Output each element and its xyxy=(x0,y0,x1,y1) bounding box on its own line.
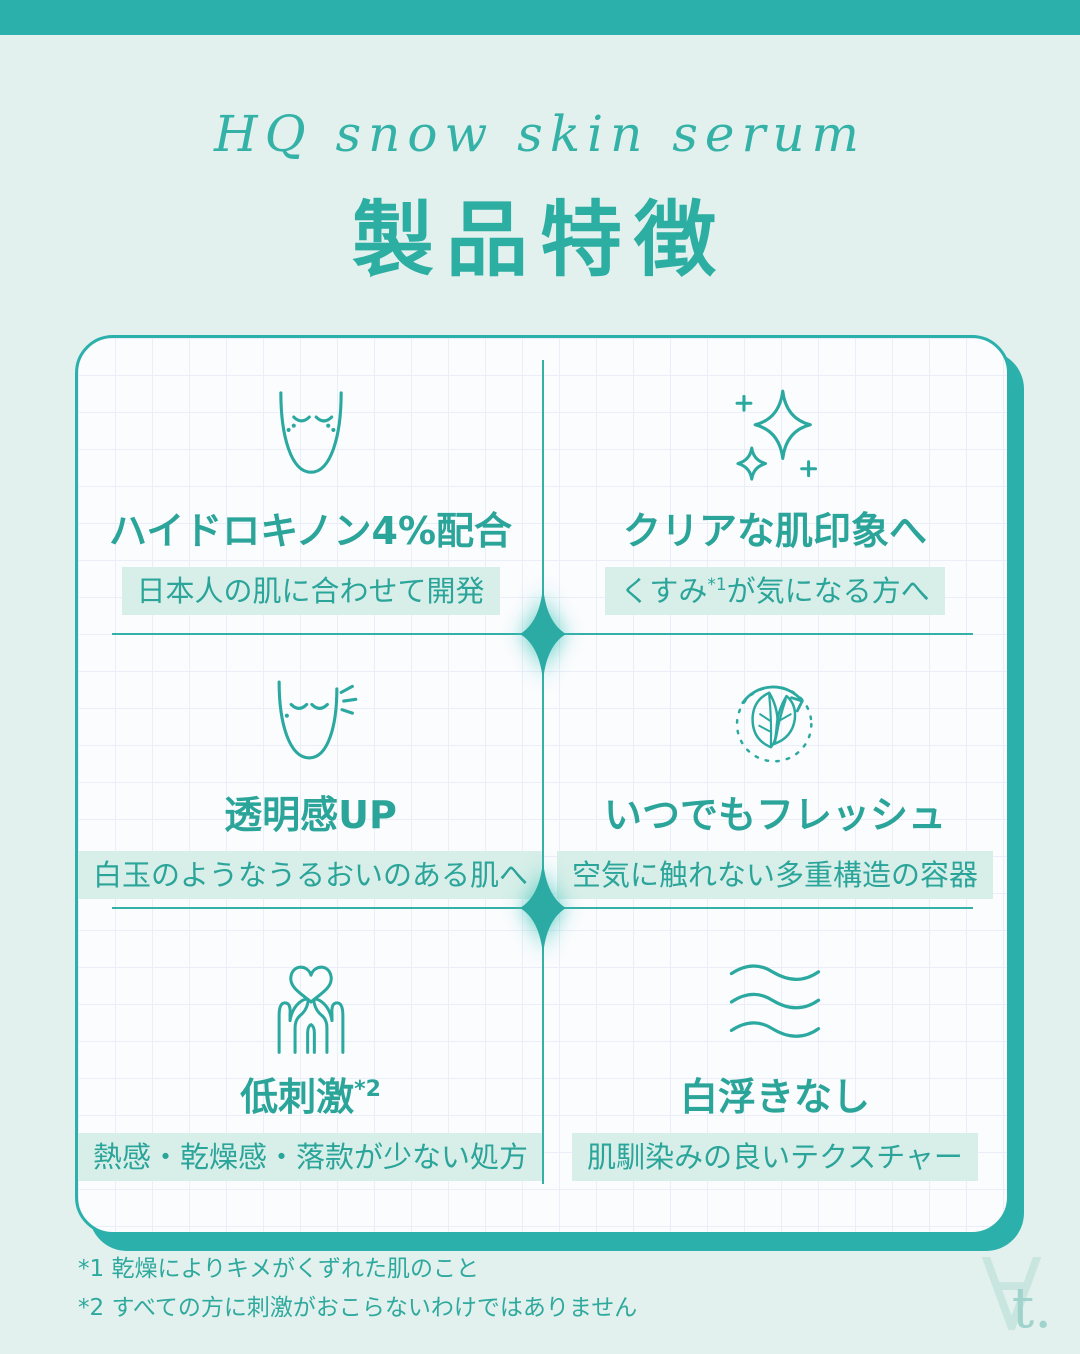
feature-subtitle-text: 空気に触れない多重構造の容器 xyxy=(572,858,979,892)
footnote-1: *1 乾燥によりキメがくずれた肌のこと xyxy=(78,1256,479,1282)
vt-logo-mark: ∀ xyxy=(981,1237,1042,1354)
vt-logo: ∀ t. xyxy=(981,1246,1052,1346)
feature-title-text: クリアな肌印象へ xyxy=(623,509,928,553)
footnotes: *1 乾燥によりキメがくずれた肌のこと *2 すべての方に刺激がおこらないわけで… xyxy=(78,1250,637,1328)
feature-subtitle: 白玉のようなうるおいのある肌へ xyxy=(78,851,544,900)
feature-title: クリアな肌印象へ xyxy=(623,500,927,555)
feature-title-text: 白浮きなし xyxy=(680,1075,871,1119)
features-grid: ハイドロキノン4%配合 日本人の肌に合わせて開発 クリアな肌印象へ くすみ*1が… xyxy=(78,338,1007,1232)
feature-title: 白浮きなし xyxy=(680,1066,870,1121)
top-accent-bar xyxy=(0,0,1080,35)
sparkle-divider-icon xyxy=(519,860,566,956)
footnote-2: *2 すべての方に刺激がおこらないわけではありません xyxy=(78,1295,638,1322)
feature-title: 透明感UP xyxy=(224,784,397,839)
feature-subtitle-text2: が気になる方へ xyxy=(726,574,930,608)
feature-title-text: ハイドロキノン4%配合 xyxy=(108,509,513,553)
feature-subtitle: くすみ*1が気になる方へ xyxy=(605,567,945,616)
feature-clear-skin: クリアな肌印象へ くすみ*1が気になる方へ xyxy=(543,338,1007,634)
vt-logo-suffix: t. xyxy=(1011,1276,1052,1341)
feature-subtitle-text: くすみ xyxy=(620,574,708,608)
feature-fresh: いつでもフレッシュ 空気に触れない多重構造の容器 xyxy=(543,634,1007,908)
feature-title-text: 透明感UP xyxy=(224,793,397,837)
feature-subtitle-sup: *1 xyxy=(707,575,727,595)
feature-title: いつでもフレッシュ xyxy=(604,784,946,839)
feature-subtitle-text: 肌馴染みの良いテクスチャー xyxy=(587,1140,963,1174)
feature-subtitle-text: 熱感・乾燥感・落款が少ない処方 xyxy=(93,1140,529,1174)
product-script-title: HQ snow skin serum xyxy=(214,105,866,163)
feature-subtitle: 日本人の肌に合わせて開発 xyxy=(121,567,500,616)
feature-translucency: 透明感UP 白玉のようなうるおいのある肌へ xyxy=(78,634,544,908)
feature-subtitle: 肌馴染みの良いテクスチャー xyxy=(572,1133,978,1182)
feature-title: 低刺激*2 xyxy=(240,1066,381,1121)
face-glow-icon xyxy=(255,668,367,772)
waves-icon xyxy=(717,950,833,1054)
feature-title-text: いつでもフレッシュ xyxy=(604,793,947,837)
feature-title-sup: *2 xyxy=(354,1077,381,1102)
leaf-refresh-icon xyxy=(721,668,829,772)
feature-subtitle-text: 日本人の肌に合わせて開発 xyxy=(136,574,485,608)
sparkle-divider-icon xyxy=(519,586,566,682)
feature-hydroquinone: ハイドロキノン4%配合 日本人の肌に合わせて開発 xyxy=(78,338,543,634)
sparkles-icon xyxy=(719,384,831,488)
feature-subtitle-text: 白玉のようなうるおいのある肌へ xyxy=(93,858,529,892)
feature-title-text: 低刺激 xyxy=(240,1075,355,1119)
features-card: ハイドロキノン4%配合 日本人の肌に合わせて開発 クリアな肌印象へ くすみ*1が… xyxy=(75,335,1010,1235)
hands-heart-icon xyxy=(255,950,367,1054)
face-freckles-icon xyxy=(255,384,367,488)
feature-no-white-cast: 白浮きなし 肌馴染みの良いテクスチャー xyxy=(543,908,1007,1232)
feature-low-irritation: 低刺激*2 熱感・乾燥感・落款が少ない処方 xyxy=(78,908,544,1232)
vertical-divider xyxy=(541,360,544,1184)
feature-subtitle: 空気に触れない多重構造の容器 xyxy=(557,851,994,900)
page-title: 製品特徴 xyxy=(351,193,728,288)
feature-subtitle: 熱感・乾燥感・落款が少ない処方 xyxy=(78,1133,544,1182)
feature-title: ハイドロキノン4%配合 xyxy=(109,500,512,555)
